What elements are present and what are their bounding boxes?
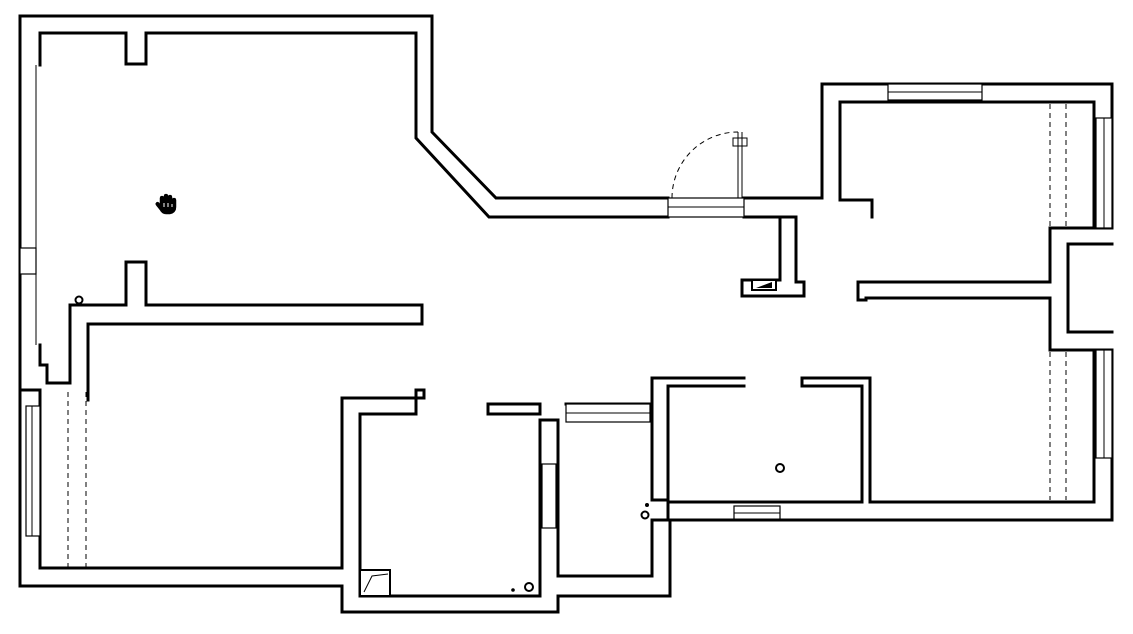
right-bedroom bbox=[668, 280, 1114, 522]
wall-center-room-outer bbox=[650, 376, 746, 502]
wall-bath1-left bbox=[340, 388, 560, 598]
wall-upper-right-outer bbox=[742, 82, 1114, 284]
pipe-dot bbox=[511, 588, 515, 592]
entry-door bbox=[667, 131, 748, 218]
wall-living-inner-top bbox=[38, 31, 670, 219]
pipe-circle-1 bbox=[640, 510, 650, 520]
center-drain bbox=[775, 463, 785, 473]
wall-living-bedroom-partition bbox=[38, 260, 424, 402]
hall-fixture-fill bbox=[756, 282, 772, 288]
wall-upper-right-room bbox=[838, 100, 1096, 230]
wall-left-bedroom-outer bbox=[18, 388, 672, 614]
left-bedroom bbox=[18, 388, 672, 614]
center-room bbox=[650, 376, 872, 521]
wall-center-room-inner bbox=[666, 376, 872, 504]
door-handle bbox=[732, 137, 748, 147]
shower-drain-line bbox=[363, 573, 389, 593]
outer-walls bbox=[18, 14, 670, 402]
wall-right-bedroom-top bbox=[856, 280, 1096, 352]
floor-drain bbox=[524, 582, 534, 592]
wall-left-stub bbox=[18, 343, 42, 402]
shower-fixture bbox=[359, 569, 391, 597]
wall-bath1-top bbox=[486, 402, 542, 416]
wall-living-outer-top bbox=[18, 14, 670, 200]
living-drain bbox=[74, 295, 84, 305]
hand-grab-icon bbox=[155, 193, 177, 215]
pipe-dot-2 bbox=[645, 503, 649, 507]
door-swing-arc bbox=[671, 131, 739, 199]
upper-right-bedroom bbox=[740, 82, 1114, 334]
wall-left-bedroom-inner bbox=[38, 398, 344, 570]
window-bath1 bbox=[541, 463, 557, 529]
bathroom-one bbox=[340, 388, 560, 598]
wall-right-bedroom bbox=[668, 348, 1114, 522]
column-left bbox=[19, 247, 37, 275]
window-left-bedroom bbox=[25, 405, 41, 537]
wall-upper-right-bottom bbox=[1066, 242, 1114, 334]
